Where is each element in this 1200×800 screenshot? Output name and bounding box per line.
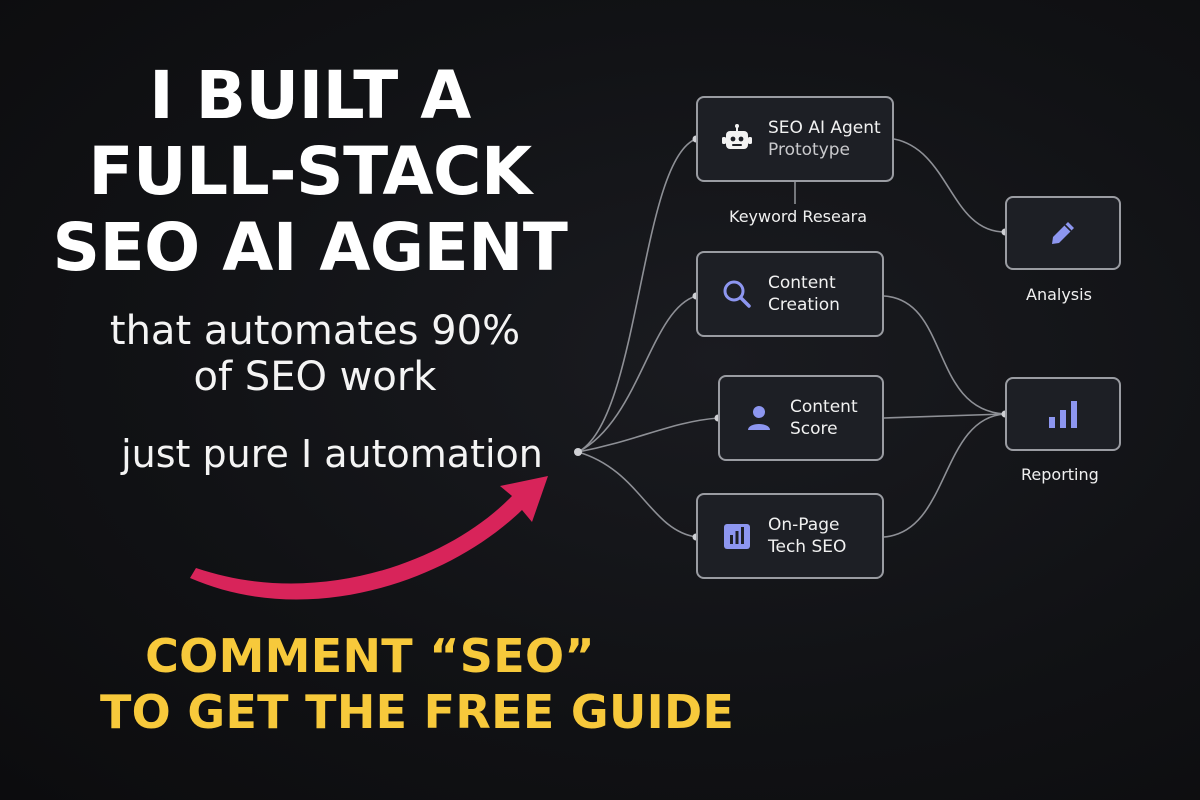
tagline: just pure I automation [121, 432, 543, 476]
node-label: Content Score [790, 396, 858, 440]
cta-line: TO GET THE FREE GUIDE [100, 685, 735, 739]
node-label-line: On-Page [768, 515, 840, 535]
connector-hub-to-onpage [577, 451, 697, 538]
connector-hub-to-agent [577, 138, 697, 453]
pencil-icon [1046, 216, 1080, 250]
node-label: Content Creation [768, 272, 840, 316]
chart-tile-icon [720, 519, 754, 553]
subheadline-line: of SEO work [193, 354, 437, 400]
pink-arrow-icon [190, 476, 548, 600]
headline-line: I BUILT A [149, 57, 471, 134]
connector-agent-to-analysis [893, 138, 1006, 233]
subheadline: that automates 90% of SEO work [60, 308, 570, 400]
keyword-research-label: Keyword Researa [729, 207, 868, 226]
node-title: SEO AI Agent [768, 118, 881, 138]
node-label: On-Page Tech SEO [768, 514, 846, 558]
headline: I BUILT A FULL-STACK SEO AI AGENT [40, 58, 580, 286]
headline-line: SEO AI AGENT [52, 209, 568, 286]
subheadline-line: that automates 90% [109, 308, 521, 354]
connector-onpage-to-reporting [883, 413, 1006, 538]
node-seo-ai-agent: SEO AI Agent Prototype [696, 96, 894, 182]
search-icon [720, 277, 754, 311]
node-label-line: Tech SEO [768, 537, 847, 557]
node-label-line: Content [768, 273, 836, 293]
reporting-label: Reporting [1021, 465, 1099, 484]
node-onpage-tech-seo: On-Page Tech SEO [696, 493, 884, 579]
node-label-line: Score [790, 419, 838, 439]
user-icon [742, 401, 776, 435]
bar-chart-icon [1046, 397, 1080, 431]
node-label-line: Creation [768, 295, 840, 315]
node-analysis [1005, 196, 1121, 270]
connector-hub-to-content-score [577, 417, 719, 453]
connector-score-to-reporting [883, 413, 1006, 419]
node-reporting [1005, 377, 1121, 451]
node-content-creation: Content Creation [696, 251, 884, 337]
node-content-score: Content Score [718, 375, 884, 461]
cta-line: COMMENT “SEO” [145, 629, 595, 683]
analysis-label: Analysis [1026, 285, 1092, 304]
node-label: SEO AI Agent Prototype [768, 117, 881, 161]
cta-text: COMMENT “SEO” TO GET THE FREE GUIDE [100, 628, 735, 740]
node-label-line: Content [790, 397, 858, 417]
connector-hub-dot [574, 448, 582, 456]
headline-line: FULL-STACK [88, 133, 532, 210]
connector-creation-to-reporting [883, 295, 1006, 415]
node-subtitle: Prototype [768, 140, 851, 160]
connector-hub-to-content-creation [577, 295, 697, 453]
robot-icon [720, 122, 754, 156]
